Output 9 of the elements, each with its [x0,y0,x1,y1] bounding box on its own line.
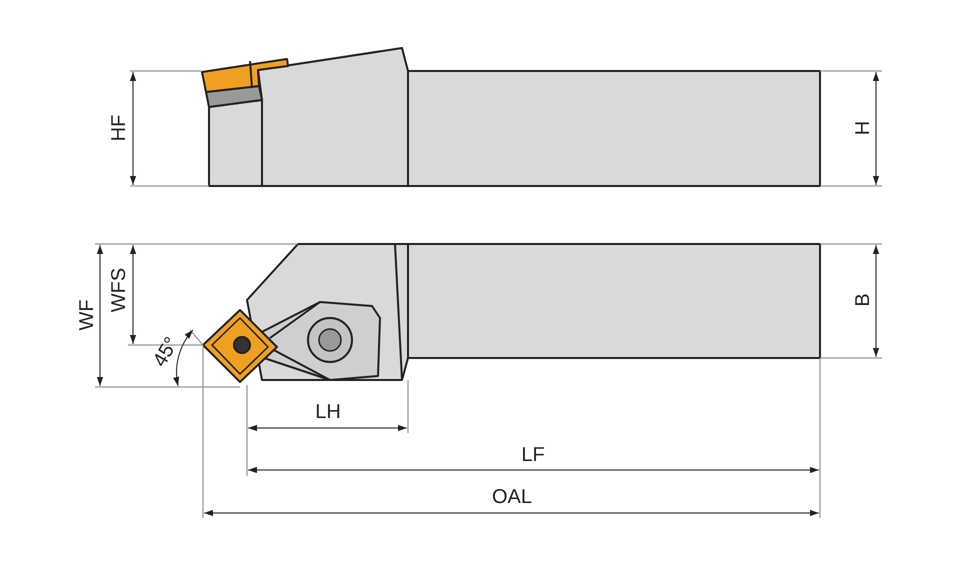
dimension-label: WFS [109,268,129,312]
dimension-label: HF [109,114,129,142]
dimension-label: 45° [150,334,182,370]
dimension-label: OAL [492,487,532,507]
dimension-label: B [853,293,873,307]
dimension-label: LF [521,445,545,465]
dimension-label: LH [315,402,341,422]
dimension-label: H [853,120,873,136]
dimension-label: WF [77,299,97,331]
